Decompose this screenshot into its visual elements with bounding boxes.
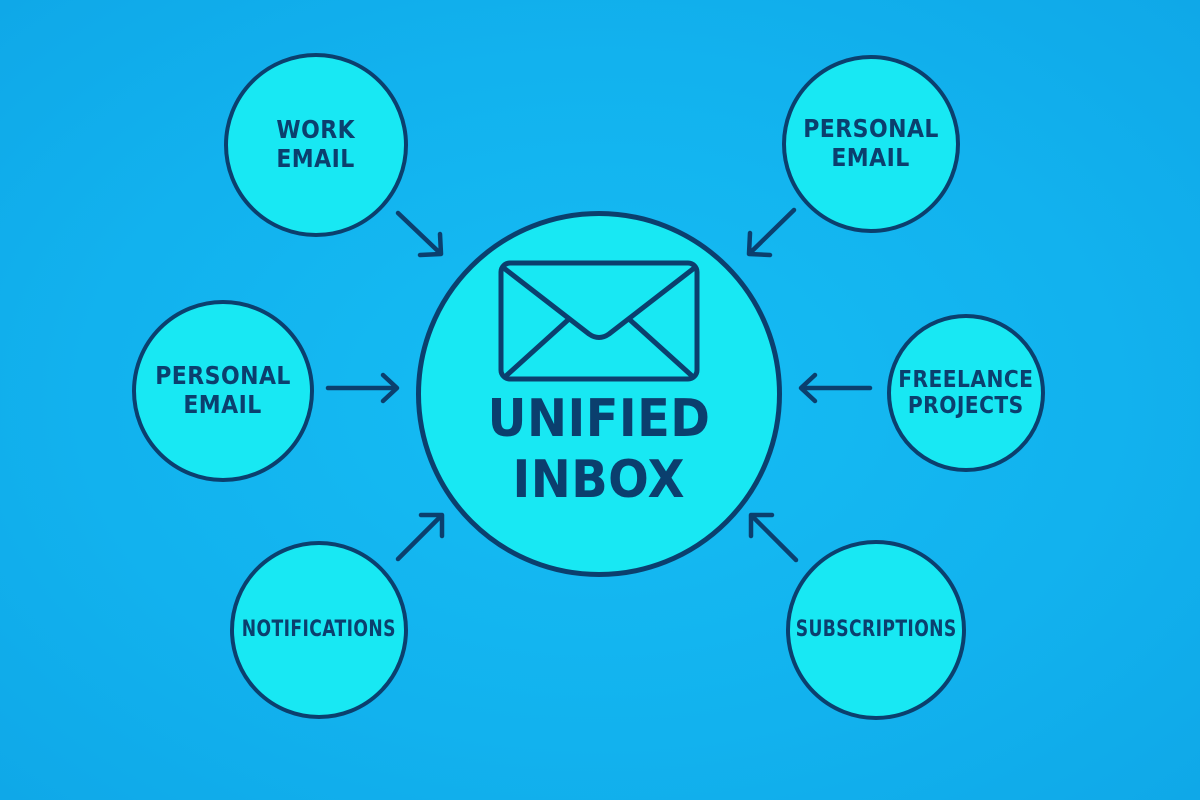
node-label-line1: PERSONAL xyxy=(155,361,291,391)
center-title-line1: UNIFIED xyxy=(487,388,711,449)
node-label-line1: SUBSCRIPTIONS xyxy=(795,617,957,643)
arrow-personal-email-left xyxy=(325,372,400,404)
node-label-line2: EMAIL xyxy=(276,144,356,173)
arrow-subscriptions xyxy=(748,512,799,563)
arrow-personal-email-top xyxy=(746,207,797,258)
node-label-line1: WORK xyxy=(276,115,356,145)
node-label-line2: PROJECTS xyxy=(908,393,1024,419)
node-label-line1: FREELANCE xyxy=(898,366,1034,393)
node-personal-email-left[interactable]: PERSONAL EMAIL xyxy=(132,300,314,482)
envelope-icon xyxy=(498,260,700,382)
node-notifications[interactable]: NOTIFICATIONS xyxy=(230,541,408,719)
arrow-work-email xyxy=(395,210,444,258)
node-label-line1: NOTIFICATIONS xyxy=(241,617,397,643)
node-freelance-projects[interactable]: FREELANCE PROJECTS xyxy=(887,314,1045,472)
node-personal-email-top[interactable]: PERSONAL EMAIL xyxy=(782,55,960,233)
node-work-email[interactable]: WORK EMAIL xyxy=(224,53,408,237)
node-label-line1: PERSONAL xyxy=(803,114,939,144)
unified-inbox-node[interactable]: UNIFIED INBOX xyxy=(416,211,782,577)
node-subscriptions[interactable]: SUBSCRIPTIONS xyxy=(786,540,966,720)
center-title-line2: INBOX xyxy=(512,450,686,510)
node-label-line2: EMAIL xyxy=(831,143,911,172)
arrow-notifications xyxy=(395,512,445,562)
node-label-line2: EMAIL xyxy=(183,390,263,419)
arrow-freelance-projects xyxy=(798,372,873,404)
